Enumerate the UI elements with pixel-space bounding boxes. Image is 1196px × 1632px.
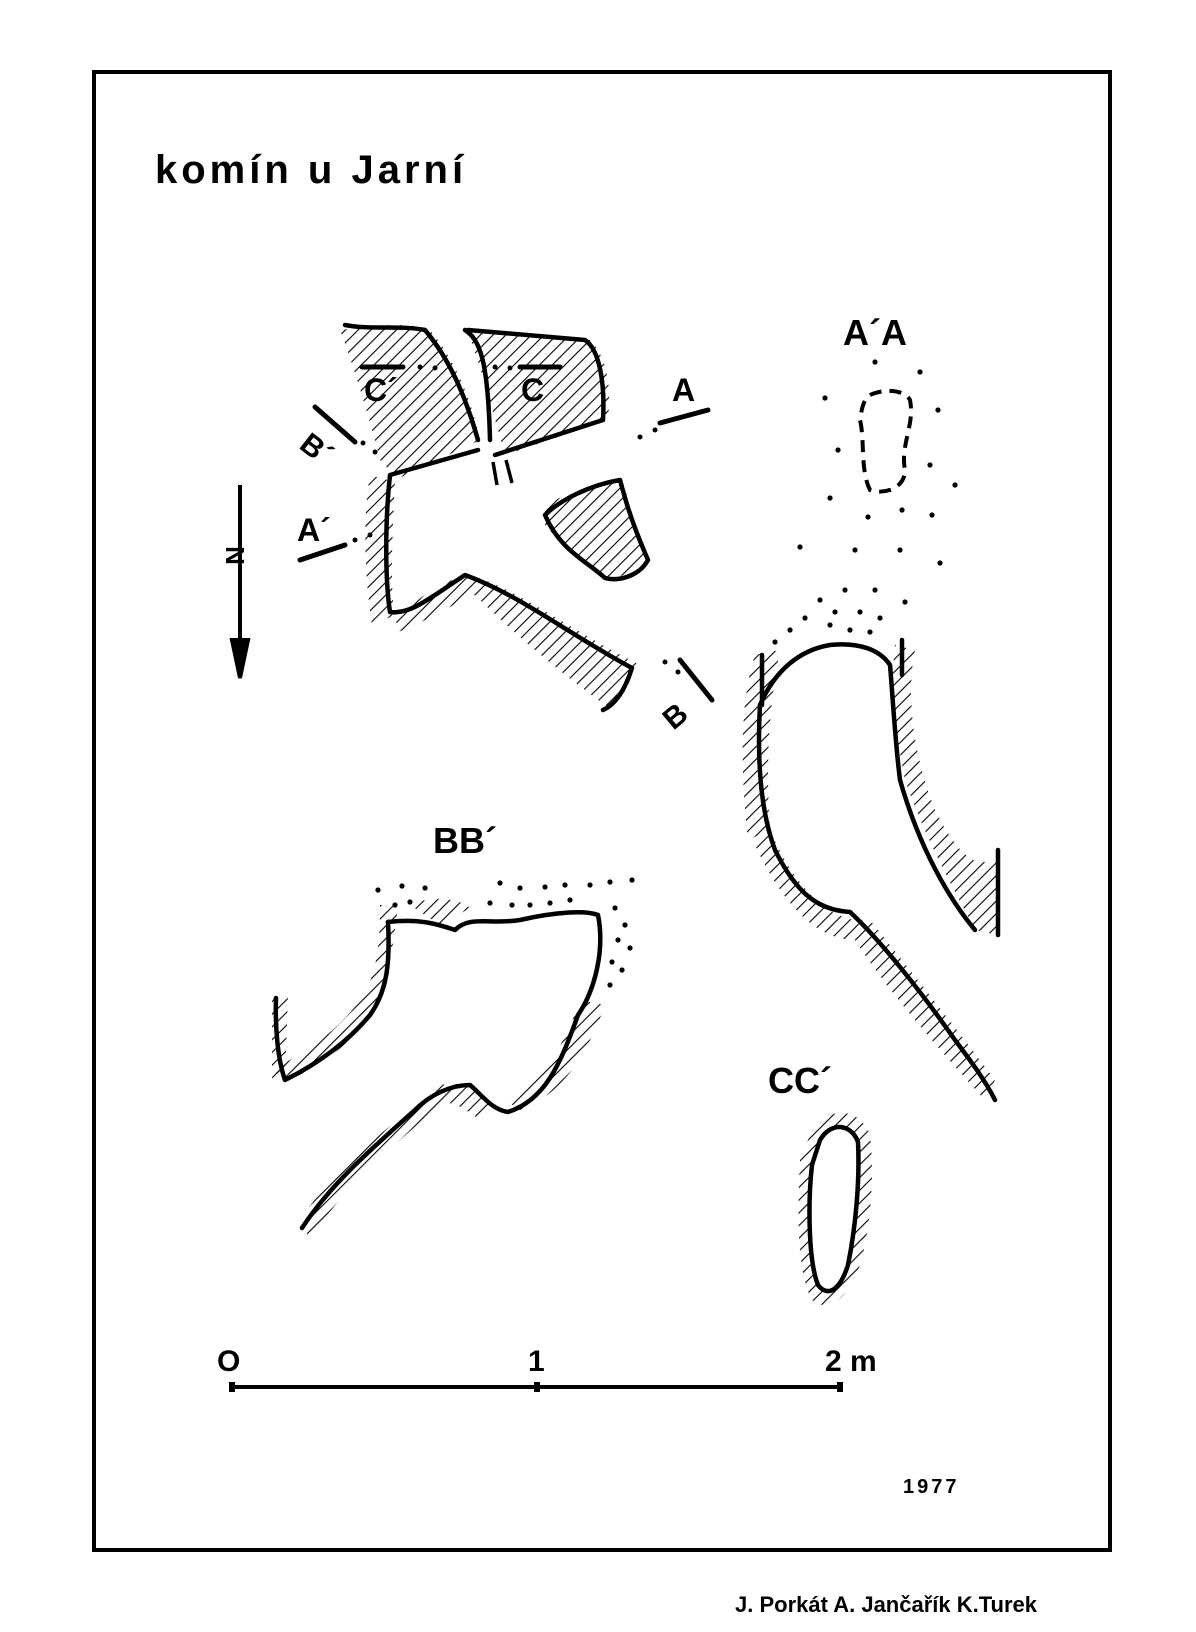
section-label-bb: BB´ [433,820,497,861]
map-year: 1977 [903,1476,960,1498]
section-marker-bars [297,364,715,703]
marker-a-prime: A´ [297,512,331,548]
marker-c: C [521,372,545,408]
section-label-aa: A´A [843,312,907,353]
map-title: komín u Jarní [155,148,468,192]
scale-label-two: 2 m [825,1345,877,1378]
scale-label-one: 1 [528,1345,545,1378]
section-cc-drawing [798,1112,872,1306]
marker-a: A [672,372,696,408]
plan-outline [342,322,1001,1103]
scale-bar [229,1382,843,1392]
section-lines [352,364,681,675]
map-authors: J. Porkát A. Jančařík K.Turek [735,1592,1038,1617]
north-label: N [219,546,250,565]
passage-marks [491,459,514,486]
north-arrow [229,485,251,679]
scale-label-zero: O [217,1345,241,1378]
section-aa-drawing [772,359,958,645]
section-label-cc: CC´ [768,1060,832,1101]
marker-c-prime: C´ [364,372,398,408]
section-bb-drawing [272,877,635,1240]
map-frame [92,70,1112,1552]
